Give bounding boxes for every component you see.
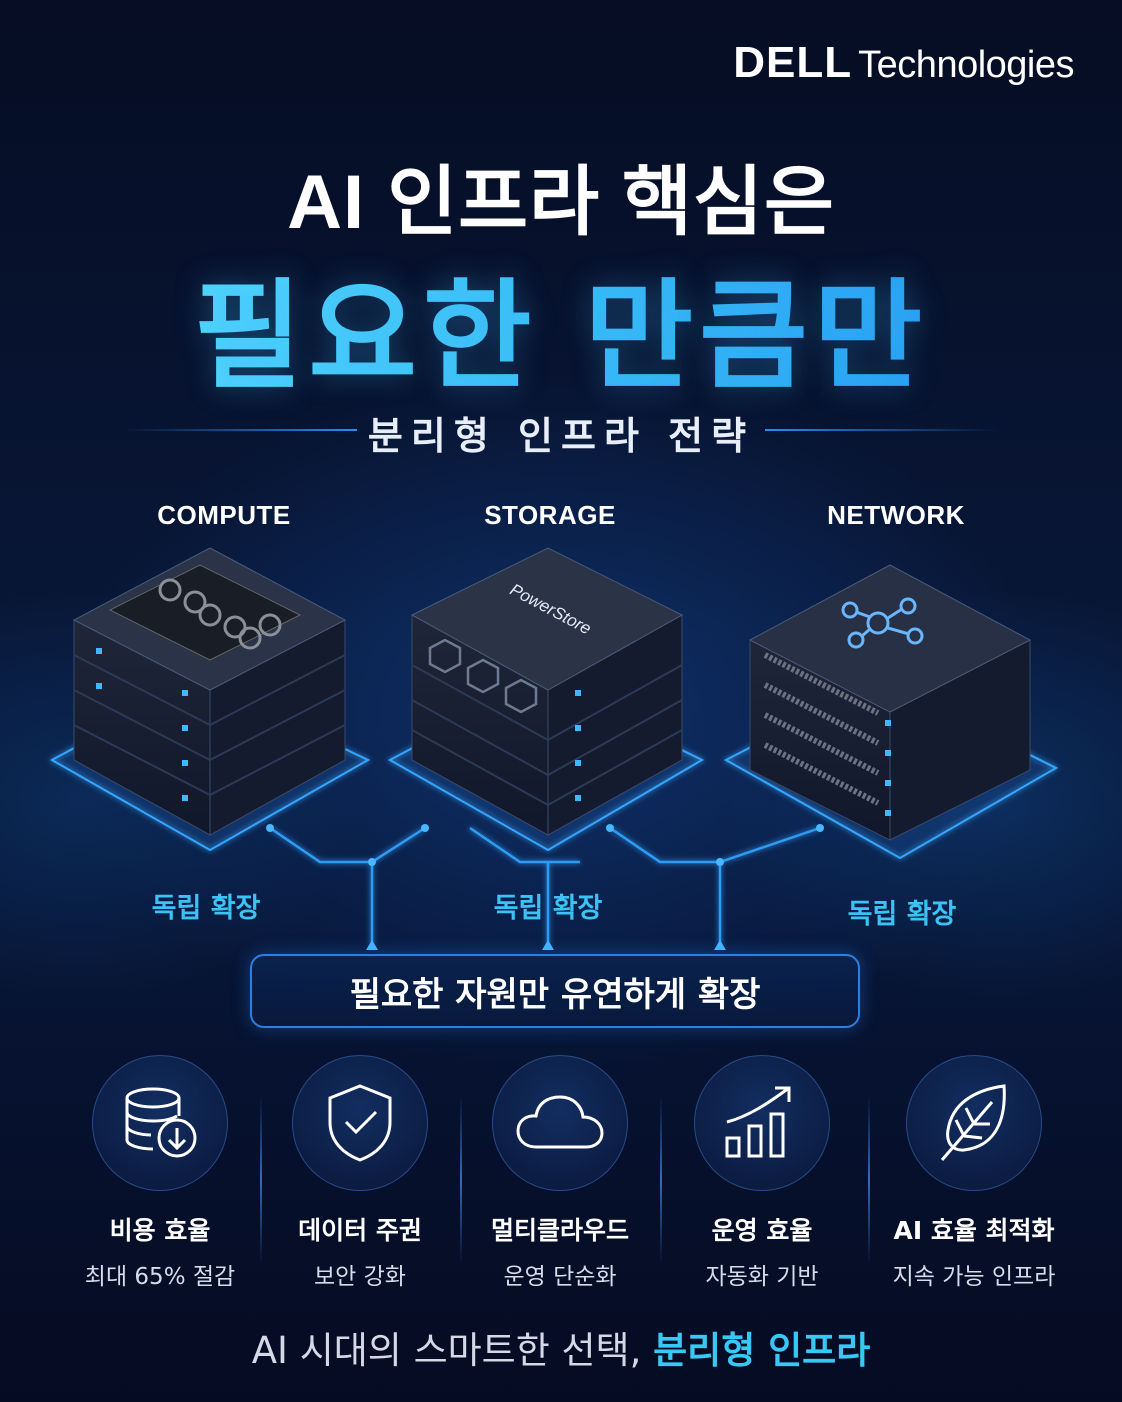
- feature-divider: [660, 1095, 662, 1265]
- network-switch-stack: [748, 564, 1032, 841]
- tagline-highlight: 분리형 인프라: [653, 1329, 871, 1372]
- compute-scale-label: 독립 확장: [151, 893, 261, 924]
- feature-data-sovereignty: 데이터 주권 보안 강화: [260, 1055, 460, 1291]
- infrastructure-illustration: PowerStore: [49, 547, 1059, 950]
- subtitle-divider-left: [122, 429, 357, 431]
- dell-technologies-logo: DELL Technologies: [733, 38, 1074, 88]
- feature-title: 운영 효율: [711, 1216, 813, 1245]
- storage-scale-label: 독립 확장: [493, 893, 603, 924]
- compute-server-stack: [72, 547, 347, 836]
- scaling-banner-text: 필요한 자원만 유연하게 확장: [349, 974, 761, 1015]
- feature-subtitle: 지속 가능 인프라: [892, 1264, 1056, 1290]
- subtitle-divider-right: [765, 429, 1000, 431]
- network-scale-label: 독립 확장: [847, 899, 957, 930]
- feature-ai-optimization: AI 효율 최적화 지속 가능 인프라: [874, 1055, 1074, 1291]
- feature-title: 데이터 주권: [298, 1216, 422, 1245]
- feature-subtitle: 최대 65% 절감: [84, 1264, 236, 1290]
- column-label-network: NETWORK: [827, 500, 965, 530]
- connection-nodes: [266, 824, 824, 950]
- feature-divider: [260, 1095, 262, 1265]
- database-download-icon: [92, 1055, 228, 1191]
- feature-subtitle: 보안 강화: [314, 1264, 406, 1290]
- logo-dell-wordmark: DELL: [733, 38, 853, 87]
- feature-title: 비용 효율: [109, 1216, 211, 1245]
- switch-ports: [763, 652, 880, 806]
- network-hub-icon: [841, 597, 924, 649]
- feature-subtitle: 운영 단순화: [503, 1264, 617, 1290]
- growth-chart-icon: [694, 1055, 830, 1191]
- cloud-icon: [492, 1055, 628, 1191]
- feature-title: 멀티클라우드: [490, 1216, 629, 1245]
- logo-technologies-wordmark: Technologies: [858, 44, 1074, 86]
- leaf-icon: [906, 1055, 1042, 1191]
- shield-check-icon: [292, 1055, 428, 1191]
- column-label-compute: COMPUTE: [157, 500, 291, 530]
- feature-cost-efficiency: 비용 효율 최대 65% 절감: [60, 1055, 260, 1291]
- headline-subtitle: 분리형 인프라 전략: [367, 414, 755, 458]
- feature-operational-efficiency: 운영 효율 자동화 기반: [662, 1055, 862, 1291]
- gpu-cards: [108, 564, 302, 661]
- feature-divider: [460, 1095, 462, 1265]
- column-label-storage: STORAGE: [484, 500, 616, 530]
- feature-divider: [868, 1095, 870, 1265]
- scaling-banner: 필요한 자원만 유연하게 확장: [250, 954, 860, 1028]
- connection-lines: [269, 826, 821, 946]
- tagline-prefix: AI 시대의 스마트한 선택,: [251, 1329, 654, 1372]
- storage-array-stack: PowerStore: [410, 547, 684, 836]
- feature-subtitle: 자동화 기반: [705, 1264, 819, 1290]
- tagline: AI 시대의 스마트한 선택, 분리형 인프라: [0, 1320, 1122, 1374]
- feature-title: AI 효율 최적화: [893, 1216, 1055, 1245]
- headline-line2: 필요한 만큼만: [0, 240, 1122, 411]
- storage-bezel-hexagons: [428, 638, 538, 714]
- headline-line1: AI 인프라 핵심은: [287, 160, 835, 245]
- feature-multicloud: 멀티클라우드 운영 단순화: [460, 1055, 660, 1291]
